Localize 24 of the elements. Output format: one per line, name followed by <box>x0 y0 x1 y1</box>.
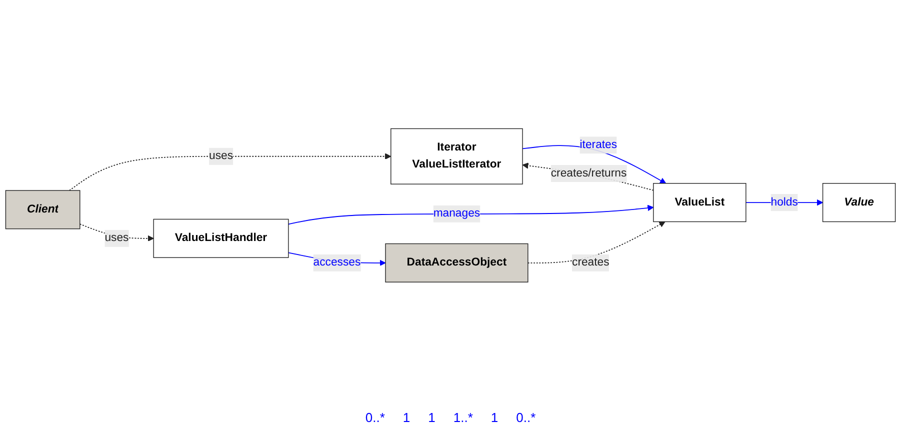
arrow <box>522 162 654 190</box>
node-box: DataAccessObject <box>385 243 528 282</box>
node-box: Iterator ValueListIterator <box>390 128 523 184</box>
multiplicity-label: 1 <box>490 410 498 425</box>
edge-label: uses <box>104 232 129 244</box>
edge-label: accesses <box>313 256 361 268</box>
multiplicity-label: 1 <box>402 410 410 425</box>
node-box: Client <box>5 190 80 229</box>
arrow <box>288 204 654 224</box>
edge-label: uses <box>209 150 234 162</box>
multiplicity-label: 0..* <box>365 410 385 425</box>
multiplicity-label: 1..* <box>453 410 473 425</box>
multiplicity-label: 0..* <box>516 410 536 425</box>
edge-label: creates <box>572 256 610 268</box>
multiplicity-label: 1 <box>428 410 436 425</box>
edge-label: creates/returns <box>550 166 627 179</box>
edge-label: iterates <box>580 138 618 150</box>
edge-label: manages <box>433 207 480 220</box>
node-box: ValueListHandler <box>153 218 289 258</box>
node-box: Value <box>822 182 896 222</box>
node-box: ValueList <box>653 182 746 222</box>
arrow <box>68 152 392 191</box>
edge-label: holds <box>770 196 798 208</box>
arrow <box>522 144 666 184</box>
